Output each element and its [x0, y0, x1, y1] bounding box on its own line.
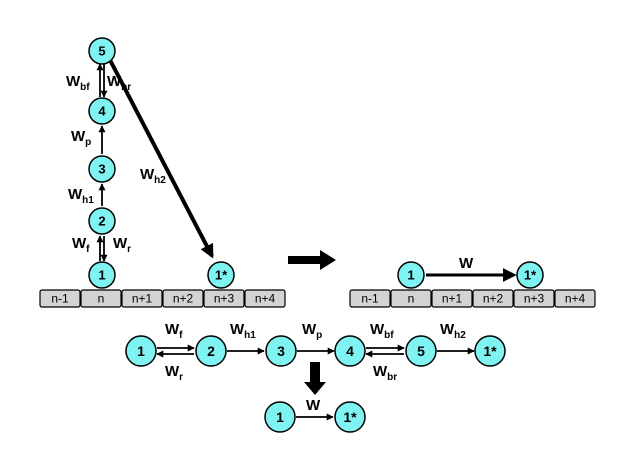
svg-text:n+1: n+1 [132, 292, 153, 306]
svg-text:n+1: n+1 [442, 292, 463, 306]
chain-node-5: 5 [405, 335, 437, 367]
svg-text:1: 1 [98, 268, 105, 283]
chain-node-3: 3 [265, 335, 297, 367]
svg-text:n+2: n+2 [173, 292, 194, 306]
right-node-1star: 1* [516, 261, 544, 289]
left-cell-n+2: n+2 [162, 289, 204, 308]
chain-node-4: 4 [334, 335, 366, 367]
svg-text:n+4: n+4 [565, 292, 586, 306]
label-w-h2-chain: Wh2 [440, 321, 466, 341]
left-node-1star: 1* [207, 261, 235, 289]
left-cell-n-1: n-1 [39, 289, 81, 308]
right-nodes: 1 1* [397, 261, 544, 289]
label-w-p-left: Wp [71, 128, 91, 148]
left-cell-n: n [80, 289, 122, 308]
svg-text:4: 4 [98, 104, 106, 119]
label-w-h1-left: Wh1 [68, 186, 94, 206]
left-cell-n+3: n+3 [203, 289, 245, 308]
left-cell-n+1: n+1 [121, 289, 163, 308]
svg-text:1: 1 [276, 409, 284, 425]
label-w-h2-left: Wh2 [140, 166, 166, 186]
left-node-3: 3 [88, 155, 116, 183]
left-cell-n+4: n+4 [244, 289, 286, 308]
svg-text:n-1: n-1 [361, 292, 379, 306]
left-node-5: 5 [88, 37, 116, 65]
label-w-p-chain: Wp [302, 321, 322, 341]
svg-text:1*: 1* [343, 409, 357, 425]
svg-text:1*: 1* [215, 268, 228, 283]
chain-node-2: 2 [195, 335, 227, 367]
left-cell-strip: n-1 n n+1 n+2 n+3 n+4 [39, 289, 286, 308]
chain-node-1star: 1* [474, 335, 506, 367]
right-cell-n+3: n+3 [513, 289, 555, 308]
label-w-right: W [459, 255, 474, 272]
svg-text:3: 3 [277, 343, 285, 359]
svg-text:4: 4 [346, 343, 354, 359]
chain-node-1: 1 [125, 335, 157, 367]
svg-text:n+4: n+4 [255, 292, 276, 306]
svg-text:1: 1 [407, 268, 414, 283]
bottom-chain-arrows [156, 344, 475, 358]
bottom-node-1star: 1* [334, 401, 366, 433]
label-w-f-chain: Wf [165, 321, 183, 341]
bottom-node-1: 1 [264, 401, 296, 433]
svg-text:n: n [408, 292, 415, 306]
label-w-h1-chain: Wh1 [230, 321, 256, 341]
svg-text:5: 5 [417, 343, 425, 359]
left-weight-labels: Wbf Wbr Wp Wh1 Wh2 Wf Wr [66, 73, 166, 255]
right-cell-n-1: n-1 [349, 289, 391, 308]
svg-text:n: n [98, 292, 105, 306]
arrow-5-to-1star [108, 59, 214, 259]
transition-arrow [288, 250, 336, 270]
right-cell-n+1: n+1 [431, 289, 473, 308]
bottom-reduced-nodes: 1 1* [264, 401, 366, 433]
label-w-br-chain: Wbr [373, 363, 397, 383]
svg-text:n+2: n+2 [483, 292, 504, 306]
svg-text:3: 3 [98, 162, 105, 177]
svg-text:1: 1 [137, 343, 145, 359]
right-cell-strip: n-1 n n+1 n+2 n+3 n+4 [349, 289, 596, 308]
left-node-2: 2 [88, 207, 116, 235]
left-node-4: 4 [88, 97, 116, 125]
right-node-1: 1 [397, 261, 425, 289]
bottom-chain-labels: Wf Wr Wh1 Wp Wbf Wbr Wh2 [165, 321, 466, 383]
svg-text:5: 5 [98, 44, 105, 59]
svg-text:1*: 1* [483, 343, 497, 359]
label-w-bf-chain: Wbf [370, 321, 394, 341]
label-w-r-left: Wr [113, 235, 131, 255]
label-w-bf-left: Wbf [66, 73, 90, 93]
right-cell-n: n [390, 289, 432, 308]
svg-text:2: 2 [98, 214, 105, 229]
label-w-f-left: Wf [72, 235, 90, 255]
svg-text:n+3: n+3 [524, 292, 545, 306]
svg-text:n-1: n-1 [51, 292, 69, 306]
svg-text:n+3: n+3 [214, 292, 235, 306]
reduction-down-arrow [304, 362, 326, 395]
label-w-r-chain: Wr [165, 363, 183, 383]
svg-text:1*: 1* [524, 268, 537, 283]
label-w-bottom: W [306, 397, 321, 414]
bottom-chain-nodes: 1 2 3 4 5 1* [125, 335, 506, 367]
right-cell-n+2: n+2 [472, 289, 514, 308]
left-nodes: 5 4 3 2 1 1* [88, 37, 235, 289]
left-node-1: 1 [88, 261, 116, 289]
right-cell-n+4: n+4 [554, 289, 596, 308]
label-w-br-left: Wbr [107, 73, 131, 93]
left-vertical-arrows [96, 63, 108, 262]
svg-text:2: 2 [207, 343, 215, 359]
